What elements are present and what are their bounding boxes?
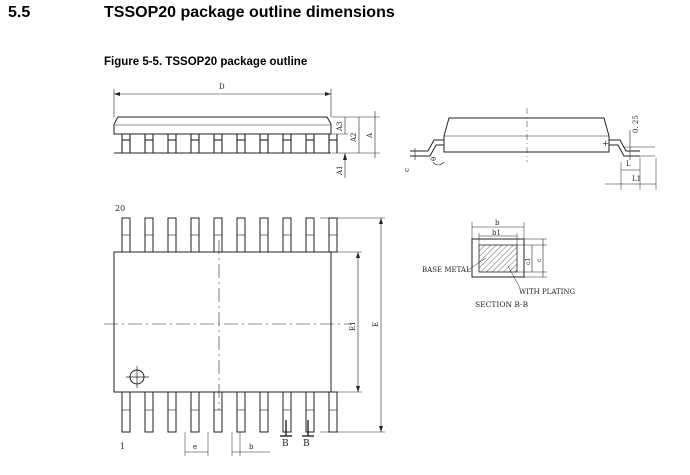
label-theta: θ [430, 157, 438, 161]
label-c-end: c [403, 168, 411, 172]
end-view: + [410, 108, 657, 190]
section-b-b [467, 222, 547, 289]
side-lead [121, 134, 131, 153]
label-A2: A2 [350, 132, 358, 143]
label-025: 0. 25 [632, 115, 640, 133]
side-lead [190, 134, 200, 153]
bottom-lead [259, 391, 269, 433]
label-e: e [193, 443, 197, 451]
top-lead [190, 217, 200, 253]
label-B-left: B [282, 439, 289, 449]
bottom-lead [305, 391, 315, 433]
label-E1: E1 [349, 321, 357, 331]
label-A3: A3 [336, 121, 344, 132]
label-b1: b1 [492, 229, 501, 237]
bottom-lead [282, 391, 292, 433]
top-lead [328, 217, 338, 253]
label-c-section: c [536, 258, 543, 262]
bottom-lead [190, 391, 200, 433]
bottom-lead [144, 391, 154, 433]
top-lead [213, 217, 223, 253]
side-lead [144, 134, 154, 153]
side-lead [213, 134, 223, 153]
section-number: 5.5 [8, 4, 31, 21]
svg-text:+: + [602, 139, 609, 148]
pin-1-label: 1 [120, 442, 125, 451]
label-b-top: b [249, 443, 254, 451]
side-lead [236, 134, 246, 153]
label-A: A [366, 132, 374, 139]
pin-20-label: 20 [115, 204, 125, 213]
label-b-section: b [495, 219, 500, 227]
side-view [113, 89, 380, 178]
label-c1: c1 [525, 258, 532, 265]
side-lead [328, 134, 338, 153]
label-D: D [219, 83, 225, 91]
top-lead [305, 217, 315, 253]
base-metal-label: BASE METAL [422, 266, 471, 274]
top-lead [259, 217, 269, 253]
side-lead [282, 134, 292, 153]
label-L1: L1 [632, 175, 641, 183]
figure-caption: Figure 5-5. TSSOP20 package outline [104, 56, 308, 68]
label-A1: A1 [336, 165, 344, 176]
top-lead [121, 217, 131, 253]
section-title-label: SECTION B-B [475, 300, 529, 309]
bottom-lead [236, 391, 246, 433]
top-lead [236, 217, 246, 253]
top-view-leads [121, 217, 338, 433]
section-title: TSSOP20 package outline dimensions [104, 4, 395, 21]
bottom-lead [121, 391, 131, 433]
with-plating-label: WITH PLATING [519, 288, 576, 296]
side-lead [305, 134, 315, 153]
bottom-lead [167, 391, 177, 433]
side-lead [259, 134, 269, 153]
label-L: L [626, 160, 631, 168]
label-E: E [372, 322, 380, 327]
label-B-right: B [303, 439, 310, 449]
top-lead [282, 217, 292, 253]
bottom-lead [328, 391, 338, 433]
side-lead [167, 134, 177, 153]
top-lead [167, 217, 177, 253]
top-lead [144, 217, 154, 253]
bottom-lead [213, 391, 223, 433]
